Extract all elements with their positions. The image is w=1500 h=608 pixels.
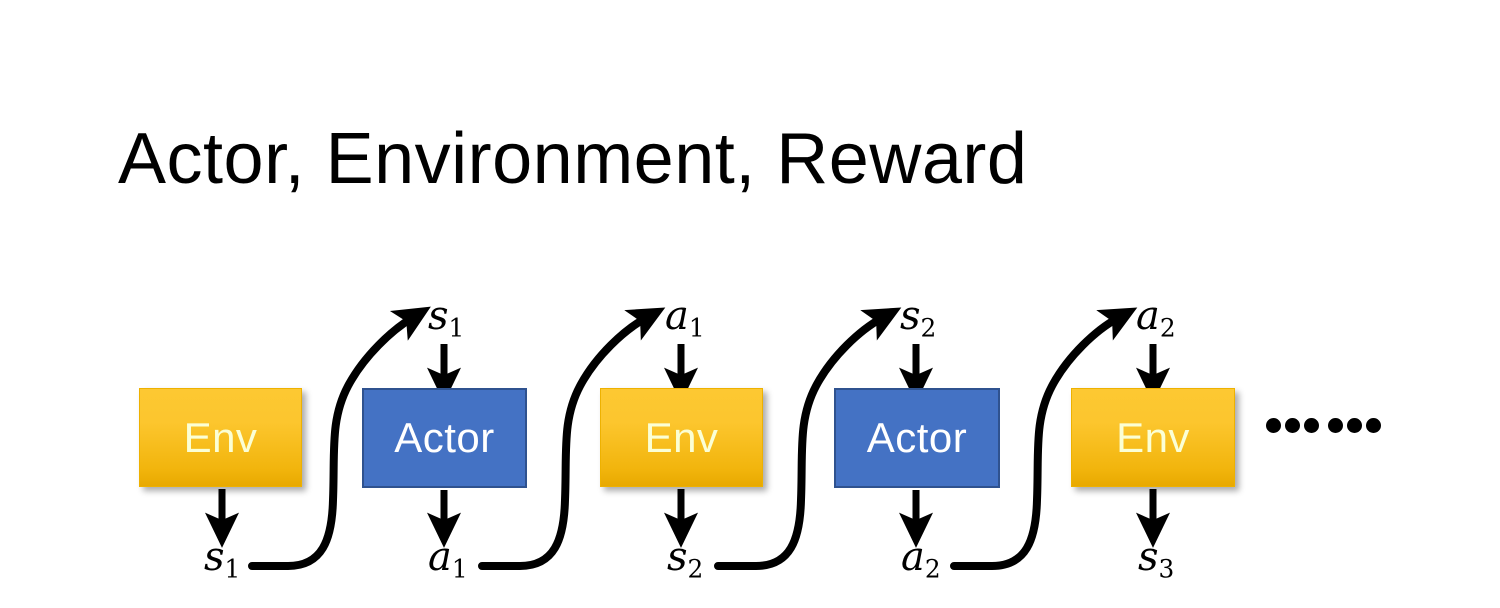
curve-a1-feed-env2 [478,307,666,570]
symbol-subscript: 3 [1158,554,1175,584]
actor-block-2[interactable]: Actor [834,388,1000,488]
symbol-base: s [1138,534,1159,580]
ellipsis-dot [1304,418,1319,433]
state-label-s2-top: s2 [900,296,936,341]
ellipsis-dot [1266,418,1281,433]
page-title: Actor, Environment, Reward [118,119,1028,199]
state-label-s1-top: s1 [428,296,464,341]
symbol-base: s [900,293,921,339]
env-block-3[interactable]: Env [1071,388,1235,487]
ellipsis-dot [1328,418,1343,433]
symbol-base: s [428,293,449,339]
action-label-a1-bottom: a1 [428,537,468,582]
actor-block-1[interactable]: Actor [362,388,527,488]
symbol-subscript: 1 [688,313,705,343]
state-label-s3-bottom: s3 [1138,537,1174,582]
symbol-base: s [667,534,688,580]
env-block-3-label: Env [1116,413,1190,461]
state-label-s1-bottom: s1 [204,537,240,582]
ellipsis-dot [1285,418,1300,433]
symbol-subscript: 2 [1159,313,1176,343]
actor-block-1-label: Actor [394,414,495,461]
symbol-subscript: 1 [448,313,465,343]
symbol-base: s [204,534,225,580]
symbol-base: a [428,534,452,580]
symbol-subscript: 1 [224,554,241,584]
symbol-base: a [901,534,925,580]
action-label-a2-top: a2 [1136,296,1176,341]
action-label-a1-top: a1 [665,296,705,341]
state-label-s2-bottom: s2 [667,537,703,582]
actor-block-2-label: Actor [866,414,968,461]
symbol-subscript: 1 [451,554,468,584]
symbol-subscript: 2 [924,554,941,584]
env-block-1[interactable]: Env [139,388,302,487]
ellipsis-dot [1347,418,1362,433]
env-block-1-label: Env [183,413,258,461]
symbol-subscript: 2 [687,554,704,584]
action-label-a2-bottom: a2 [901,537,941,582]
env-block-2[interactable]: Env [600,388,763,487]
continuation-ellipsis-icon [1266,418,1381,436]
env-block-2-label: Env [644,413,719,461]
curve-s1-feed-actor1 [248,306,431,570]
symbol-base: a [665,293,689,339]
symbol-base: a [1136,293,1160,339]
symbol-subscript: 2 [920,313,937,343]
curve-s2-feed-actor2 [714,307,902,570]
curve-a2-feed-env3 [950,307,1138,570]
ellipsis-dot [1366,418,1381,433]
